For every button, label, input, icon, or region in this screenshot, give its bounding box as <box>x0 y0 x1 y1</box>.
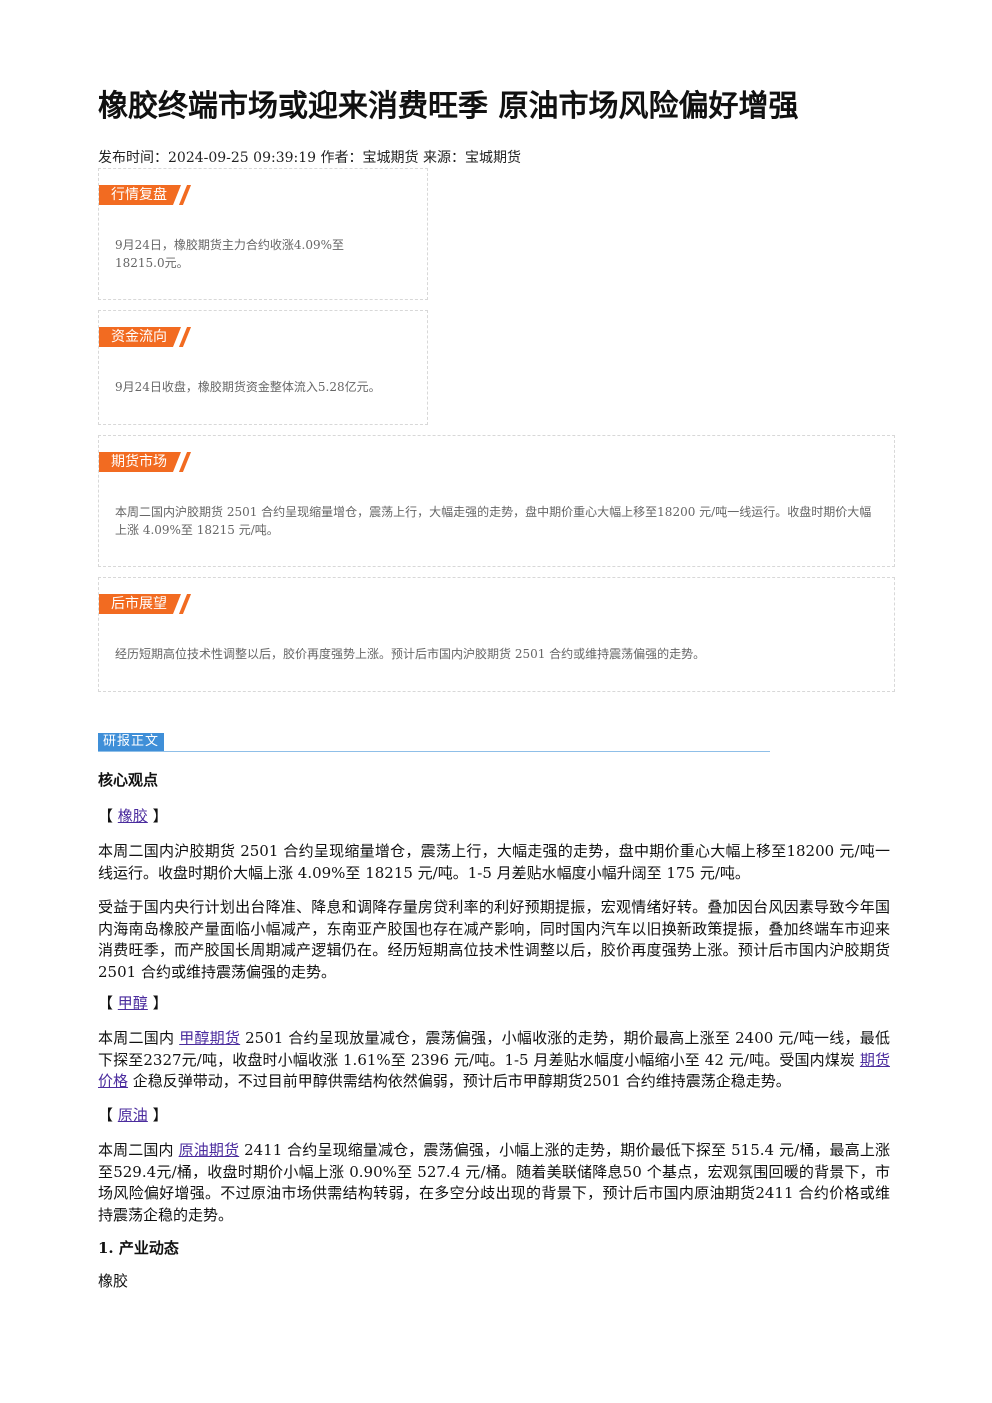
methanol-heading: 【 甲醇 】 <box>98 992 168 1013</box>
tag-stripe <box>178 185 192 205</box>
report-section-tag: 研报正文 <box>98 733 165 751</box>
capital-flow-text: 9月24日收盘，橡胶期货资金整体流入5.28亿元。 <box>115 380 381 394</box>
bracket-open: 【 <box>98 807 114 825</box>
bracket-close: 】 <box>152 994 168 1012</box>
crude-link[interactable]: 原油 <box>117 1106 148 1124</box>
rubber-heading: 【 橡胶 】 <box>98 805 168 826</box>
crude-heading: 【 原油 】 <box>98 1104 168 1125</box>
industry-heading: 1. 产业动态 <box>98 1239 179 1257</box>
outlook-tag: 后市展望 <box>99 594 181 614</box>
crude-futures-link[interactable]: 原油期货 <box>178 1141 240 1159</box>
rubber-paragraph-2: 受益于国内央行计划出台降准、降息和调降存量房贷利率的利好预期提振，宏观情绪好转。… <box>98 898 890 981</box>
crude-text-b: 2411 合约呈现缩量减仓，震荡偏强，小幅上涨的走势，期价最低下探至 515.4… <box>98 1141 890 1224</box>
tag-stripe <box>178 452 192 472</box>
futures-market-tag: 期货市场 <box>99 452 181 472</box>
futures-market-card: 期货市场 本周二国内沪胶期货 2501 合约呈现缩量增仓，震荡上行，大幅走强的走… <box>98 435 895 567</box>
bracket-close: 】 <box>152 807 168 825</box>
bracket-open: 【 <box>98 1106 114 1124</box>
methanol-text-b: 2501 合约呈现放量减仓，震荡偏强，小幅收涨的走势，期价最高上涨至 2400 … <box>98 1029 890 1069</box>
market-review-card: 行情复盘 9月24日，橡胶期货主力合约收涨4.09%至18215.0元。 <box>98 168 428 300</box>
tag-stripe <box>178 327 192 347</box>
bracket-open: 【 <box>98 994 114 1012</box>
methanol-text-c: 企稳反弹带动，不过目前甲醇供需结构依然偏弱，预计后市甲醇期货2501 合约维持震… <box>128 1072 791 1090</box>
capital-flow-card: 资金流向 9月24日收盘，橡胶期货资金整体流入5.28亿元。 <box>98 310 428 425</box>
methanol-paragraph: 本周二国内 甲醇期货 2501 合约呈现放量减仓，震荡偏强，小幅收涨的走势，期价… <box>98 1028 890 1093</box>
rubber-paragraph-1: 本周二国内沪胶期货 2501 合约呈现缩量增仓，震荡上行，大幅走强的走势，盘中期… <box>98 842 890 882</box>
methanol-futures-link[interactable]: 甲醇期货 <box>179 1029 241 1047</box>
futures-market-text: 本周二国内沪胶期货 2501 合约呈现缩量增仓，震荡上行，大幅走强的走势，盘中期… <box>115 505 872 537</box>
outlook-text: 经历短期高位技术性调整以后，胶价再度强势上涨。预计后市国内沪胶期货 2501 合… <box>115 647 706 661</box>
tag-stripe <box>178 594 192 614</box>
industry-subheading: 橡胶 <box>98 1272 129 1290</box>
bracket-close: 】 <box>152 1106 168 1124</box>
section-divider <box>98 751 770 752</box>
market-review-tag: 行情复盘 <box>99 185 181 205</box>
methanol-text-a: 本周二国内 <box>98 1029 180 1047</box>
outlook-card: 后市展望 经历短期高位技术性调整以后，胶价再度强势上涨。预计后市国内沪胶期货 2… <box>98 577 895 692</box>
article-meta: 发布时间：2024-09-25 09:39:19 作者：宝城期货 来源：宝城期货 <box>98 150 521 166</box>
futures-price-link[interactable]: 期货价格 <box>98 1050 890 1091</box>
crude-paragraph: 本周二国内 原油期货 2411 合约呈现缩量减仓，震荡偏强，小幅上涨的走势，期价… <box>98 1140 890 1226</box>
core-view-heading: 核心观点 <box>98 771 159 789</box>
rubber-link[interactable]: 橡胶 <box>117 807 148 825</box>
capital-flow-tag: 资金流向 <box>99 327 181 347</box>
article-title: 橡胶终端市场或迎来消费旺季 原油市场风险偏好增强 <box>98 89 799 124</box>
methanol-link[interactable]: 甲醇 <box>117 994 148 1012</box>
market-review-text: 9月24日，橡胶期货主力合约收涨4.09%至18215.0元。 <box>115 238 345 270</box>
crude-text-a: 本周二国内 <box>98 1141 179 1159</box>
